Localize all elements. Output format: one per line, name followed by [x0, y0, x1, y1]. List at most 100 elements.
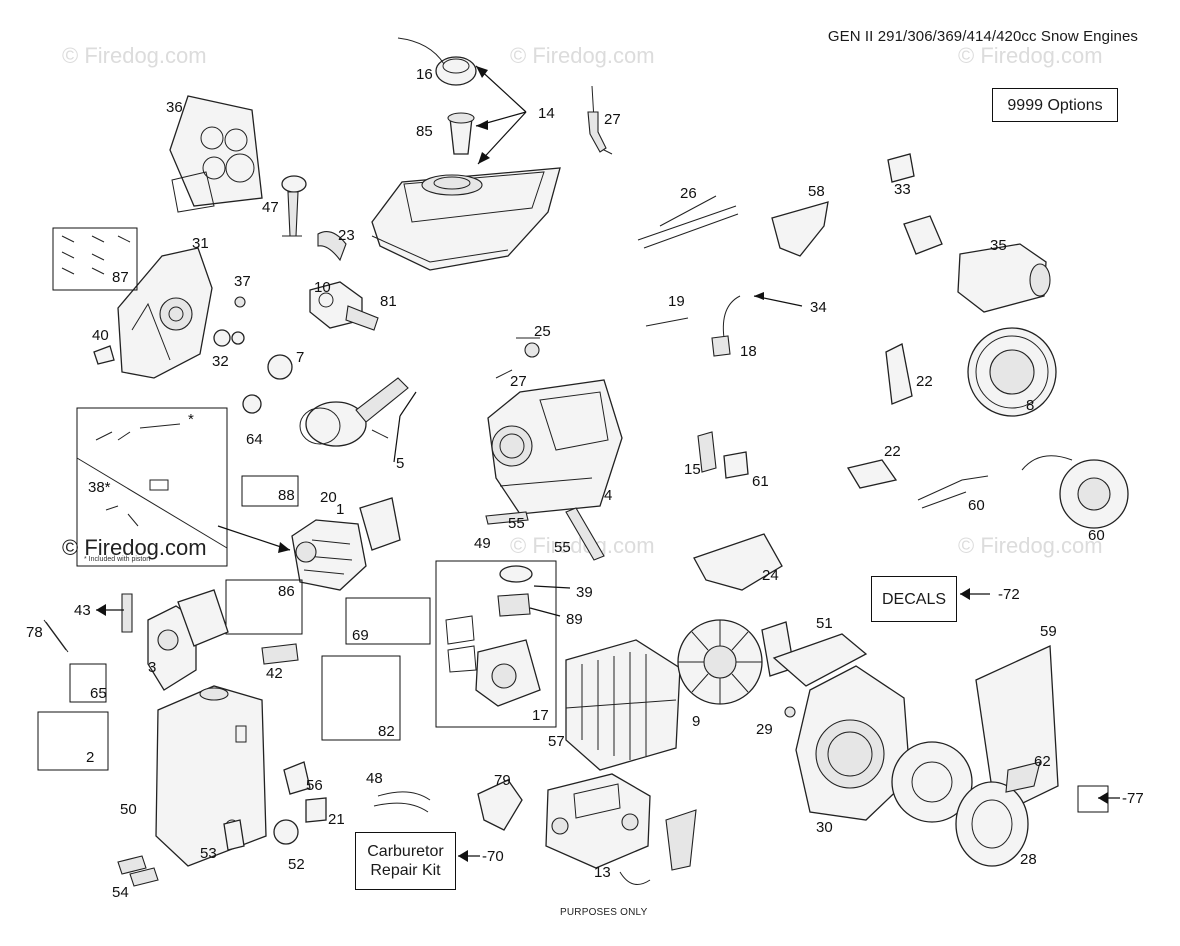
callout-24: 24 — [762, 567, 779, 584]
engine-block-part — [487, 379, 623, 515]
callout-32: 32 — [212, 353, 229, 370]
callout-38: 38* — [88, 479, 111, 496]
callout-22-lower: 22 — [884, 443, 901, 460]
callout-13: 13 — [594, 864, 611, 881]
callout-52: 52 — [288, 856, 305, 873]
cylinder-gasket-part — [169, 95, 263, 213]
callout-49: 49 — [474, 535, 491, 552]
gasket-kit-part — [95, 423, 181, 527]
callout-64: 64 — [246, 431, 263, 448]
callout-57: 57 — [548, 733, 565, 750]
watermark-mid-left: © Firedog.com — [62, 535, 207, 560]
callout-9: 9 — [692, 713, 700, 730]
callout-60-left: 60 — [968, 497, 985, 514]
callout-88: 88 — [278, 487, 295, 504]
callout-33: 33 — [894, 181, 911, 198]
dipstick-part — [281, 175, 307, 237]
callout-23: 23 — [338, 227, 355, 244]
dowel-pin-part — [485, 511, 529, 525]
spark-arrestor-part — [665, 809, 697, 871]
cylinder-cover-part — [693, 533, 783, 591]
starter-bracket-part — [887, 153, 915, 183]
electric-starter-part — [903, 215, 1051, 313]
callout-55-upper: 55 — [508, 515, 525, 532]
starter-plate-part — [891, 741, 973, 823]
bearing-seal-part — [213, 329, 245, 347]
decals-box[interactable]: DECALS — [871, 576, 957, 622]
callout-16: 16 — [416, 66, 433, 83]
callout-47: 47 — [262, 199, 279, 216]
callout-81: 81 — [380, 293, 397, 310]
ignition-module-part — [711, 335, 731, 357]
callout-48: 48 — [366, 770, 383, 787]
valve-cover-kit-box — [225, 579, 303, 635]
carburetor-part — [445, 565, 541, 707]
throttle-link-part — [587, 85, 613, 155]
callout-28: 28 — [1020, 851, 1037, 868]
breather-hose-part — [317, 231, 347, 262]
callout-15: 15 — [684, 461, 701, 478]
callout-37: 37 — [234, 273, 251, 290]
callout-4: 4 — [604, 487, 612, 504]
watermark-mid-right: © Firedog.com — [958, 533, 1103, 558]
gasket-kit-divider — [76, 457, 228, 549]
stop-switch-part — [305, 797, 327, 823]
callout-78: 78 — [26, 624, 43, 641]
oil-drain-plug-part — [93, 345, 115, 365]
carb-kit-label-line1: Carburetor — [367, 843, 444, 860]
intake-gasket-box — [321, 655, 401, 741]
callout-7: 7 — [296, 349, 304, 366]
switch-bracket-part — [283, 761, 311, 795]
crankshaft-part — [309, 281, 379, 331]
watermark-top-right: © Firedog.com — [958, 43, 1103, 68]
kill-wire-part — [495, 369, 513, 379]
callout-50: 50 — [120, 801, 137, 818]
governor-lever-part — [697, 431, 717, 473]
recoil-starter-part — [955, 761, 1041, 867]
callout-18: 18 — [740, 343, 757, 360]
head-gasket-part — [359, 497, 401, 551]
callout-27-mid: 27 — [510, 373, 527, 390]
callout-65: 65 — [90, 685, 107, 702]
carburetor-repair-kit-box[interactable]: Carburetor Repair Kit — [355, 832, 456, 890]
callout-82: 82 — [378, 723, 395, 740]
callout-2: 2 — [86, 749, 94, 766]
footer-disclaimer: PURPOSES ONLY — [560, 907, 648, 918]
muffler-part — [43, 589, 299, 691]
callout-87: 87 — [112, 269, 129, 286]
crankcase-cover-part — [117, 247, 213, 379]
callout-3: 3 — [148, 659, 156, 676]
callout-40: 40 — [92, 327, 109, 344]
ignition-lead-part — [722, 295, 741, 339]
governor-gear-part — [242, 394, 262, 414]
callout-labels: 16 14 85 27 36 47 23 26 58 33 35 31 87 3… — [26, 66, 1144, 901]
callout-42: 42 — [266, 665, 283, 682]
head-leader-arrowhead — [278, 542, 290, 553]
muffler-screws-box — [69, 663, 107, 703]
callout-89: 89 — [566, 611, 583, 628]
choke-bracket-part — [885, 343, 913, 405]
callout-14: 14 — [538, 105, 555, 122]
leader-arrowheads — [96, 66, 1108, 862]
fan-housing-bracket-part — [772, 633, 868, 687]
callout-85: 85 — [416, 123, 433, 140]
primer-bulb-part — [273, 819, 299, 845]
callout-56: 56 — [306, 777, 323, 794]
callout-54: 54 — [112, 884, 129, 901]
callout-19: 19 — [668, 293, 685, 310]
callout-86: 86 — [278, 583, 295, 600]
callout-22-upper: 22 — [916, 373, 933, 390]
breather-valve-part — [524, 342, 540, 358]
callout-51: 51 — [816, 615, 833, 632]
watermark-top-left: © Firedog.com — [62, 43, 207, 68]
options-box[interactable]: 9999 Options — [992, 88, 1118, 122]
choke-knob-part — [223, 819, 245, 851]
callout-39: 39 — [576, 584, 593, 601]
callout-72: -72 — [998, 586, 1020, 603]
engine-shroud-part — [155, 685, 267, 867]
callout-star: * — [188, 411, 194, 428]
callout-34: 34 — [810, 299, 827, 316]
callout-62: 62 — [1034, 753, 1051, 770]
muffler-bracket-part — [477, 779, 523, 831]
